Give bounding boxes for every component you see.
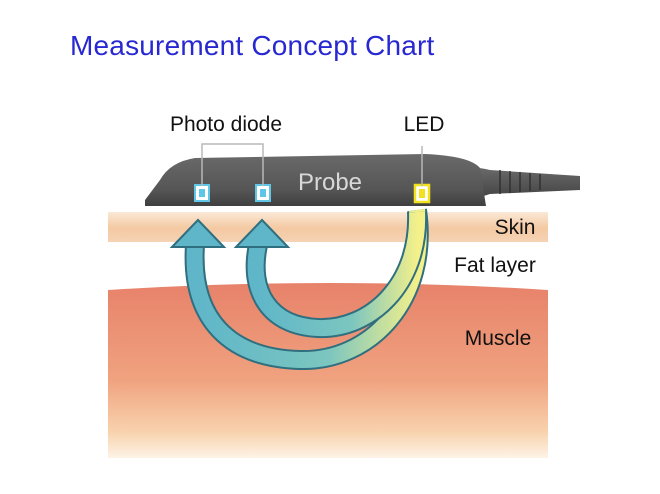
photo-diode-label: Photo diode	[170, 113, 282, 136]
fat-layer-label: Fat layer	[454, 254, 536, 277]
cable-strain-relief	[499, 170, 541, 194]
muscle-layer	[108, 283, 548, 458]
skin-label: Skin	[495, 216, 536, 239]
probe-body	[145, 154, 486, 206]
fat-layer	[108, 242, 548, 282]
led-emitter	[413, 183, 431, 204]
light-path-arrows	[169, 208, 429, 371]
photo-diode-1	[194, 184, 210, 202]
photo-diode-leader-line	[201, 143, 264, 186]
diagram-title: Measurement Concept Chart	[70, 30, 435, 61]
led-label: LED	[404, 113, 445, 136]
arrow-head-inner	[233, 218, 291, 248]
probe-label: Probe	[298, 169, 362, 196]
skin-layer	[108, 212, 548, 242]
muscle-label: Muscle	[465, 327, 532, 350]
probe-cable	[455, 167, 580, 206]
photo-diode-2	[255, 184, 271, 202]
arrow-head-outer	[169, 218, 227, 248]
